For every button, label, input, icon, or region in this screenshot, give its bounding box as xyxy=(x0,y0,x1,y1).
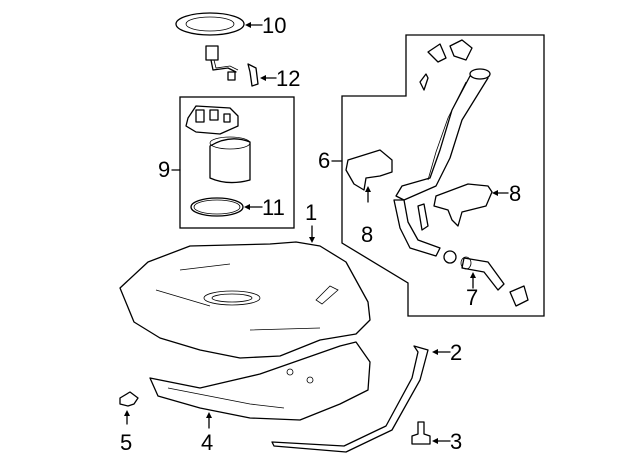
callout-7: 7 xyxy=(466,272,478,310)
callout-label-2: 2 xyxy=(450,340,462,365)
pump-module-box xyxy=(179,96,295,229)
filler-hose xyxy=(443,250,529,307)
filler-pipe-shield-right xyxy=(433,183,493,227)
callout-9: 9 xyxy=(158,157,181,182)
pump-seal xyxy=(190,197,244,217)
callout-label-3: 3 xyxy=(450,429,462,454)
callout-label-7: 7 xyxy=(466,285,478,310)
clip xyxy=(119,391,139,407)
strap-bolt xyxy=(411,421,431,445)
callout-label-6: 6 xyxy=(318,148,330,173)
callout-label-10: 11 xyxy=(262,195,285,220)
fuel-tank xyxy=(119,241,371,359)
wiring-harness xyxy=(205,45,259,87)
callout-4: 4 xyxy=(201,412,213,455)
filler-pipe-assembly xyxy=(393,39,491,257)
callout-label-5: 5 xyxy=(120,430,132,455)
callout-10: 11 xyxy=(244,195,285,220)
filler-pipe-shield-left xyxy=(345,149,393,191)
callout-label-11: 10 xyxy=(262,13,286,38)
lock-ring xyxy=(175,12,245,36)
heat-shield xyxy=(149,341,371,421)
callout-label-12: 12 xyxy=(276,66,300,91)
callout-11: 10 xyxy=(245,13,286,38)
callout-label-8b: 8 xyxy=(509,181,521,206)
callout-8-left: 8 xyxy=(361,186,373,247)
callout-8-right: 8 xyxy=(492,181,521,206)
callout-label-9: 9 xyxy=(158,157,170,182)
callout-3: 3 xyxy=(432,429,462,454)
callout-1: 1 xyxy=(305,200,317,243)
callout-label-4: 4 xyxy=(201,430,213,455)
tank-strap xyxy=(271,345,429,453)
callout-label-8a: 8 xyxy=(361,222,373,247)
callout-5: 5 xyxy=(120,410,132,455)
fuel-pump-module xyxy=(185,105,251,184)
callout-12: 12 xyxy=(260,66,300,91)
callout-2: 2 xyxy=(432,340,462,365)
filler-pipe-box xyxy=(341,34,545,317)
callout-label-1: 1 xyxy=(305,200,317,225)
callout-6: 6 xyxy=(318,148,343,173)
